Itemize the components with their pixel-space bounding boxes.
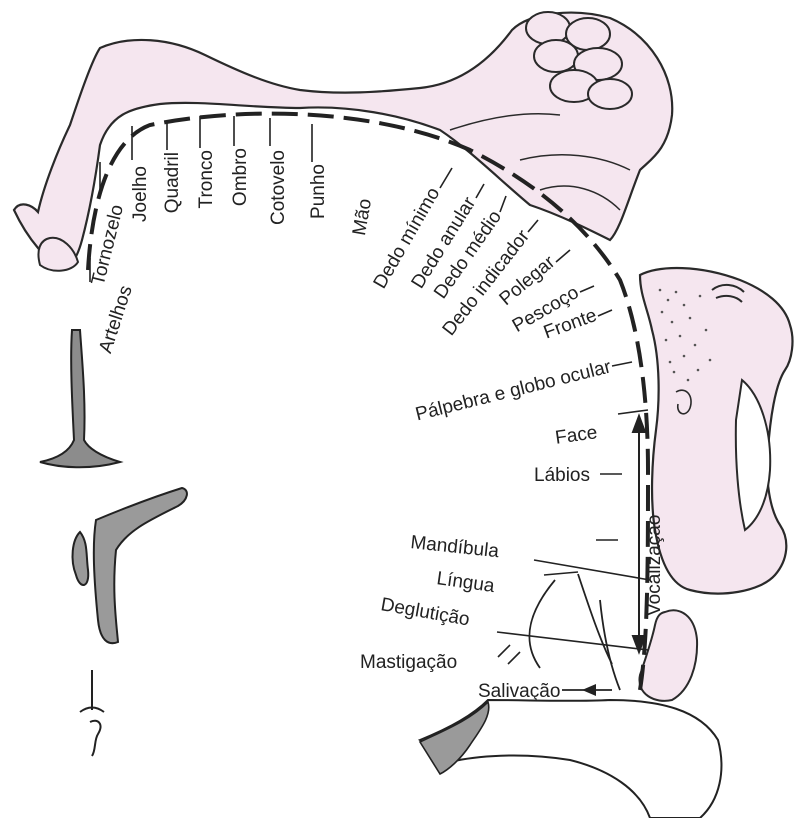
label-palpebra: Pálpebra e globo ocular xyxy=(413,356,613,425)
cross-section-icon-middle xyxy=(73,488,187,643)
label-cotovelo: Cotovelo xyxy=(268,150,289,225)
label-mastigacao: Mastigação xyxy=(360,652,457,673)
label-artelhos: Artelhos xyxy=(95,283,137,356)
curved-arrows xyxy=(529,574,620,690)
label-ombro: Ombro xyxy=(230,148,251,206)
label-face: Face xyxy=(554,422,599,449)
label-joelho: Joelho xyxy=(130,166,151,222)
brainstem-shape xyxy=(420,700,721,818)
label-lingua: Língua xyxy=(435,568,496,597)
label-mandibula: Mandíbula xyxy=(409,532,500,562)
label-degluticao: Deglutição xyxy=(379,594,471,630)
label-salivacao: Salivação xyxy=(478,681,560,702)
label-labios: Lábios xyxy=(534,465,590,486)
label-mao: Mão xyxy=(349,197,376,237)
label-punho: Punho xyxy=(308,164,329,219)
label-quadril: Quadril xyxy=(162,152,183,213)
cross-section-icon-bottom xyxy=(80,670,104,756)
homunculus-throat xyxy=(639,610,697,701)
salivacao-arrowhead xyxy=(582,684,596,696)
label-tronco: Tronco xyxy=(196,150,217,208)
label-vocalizacao: Vocalização xyxy=(644,515,665,616)
